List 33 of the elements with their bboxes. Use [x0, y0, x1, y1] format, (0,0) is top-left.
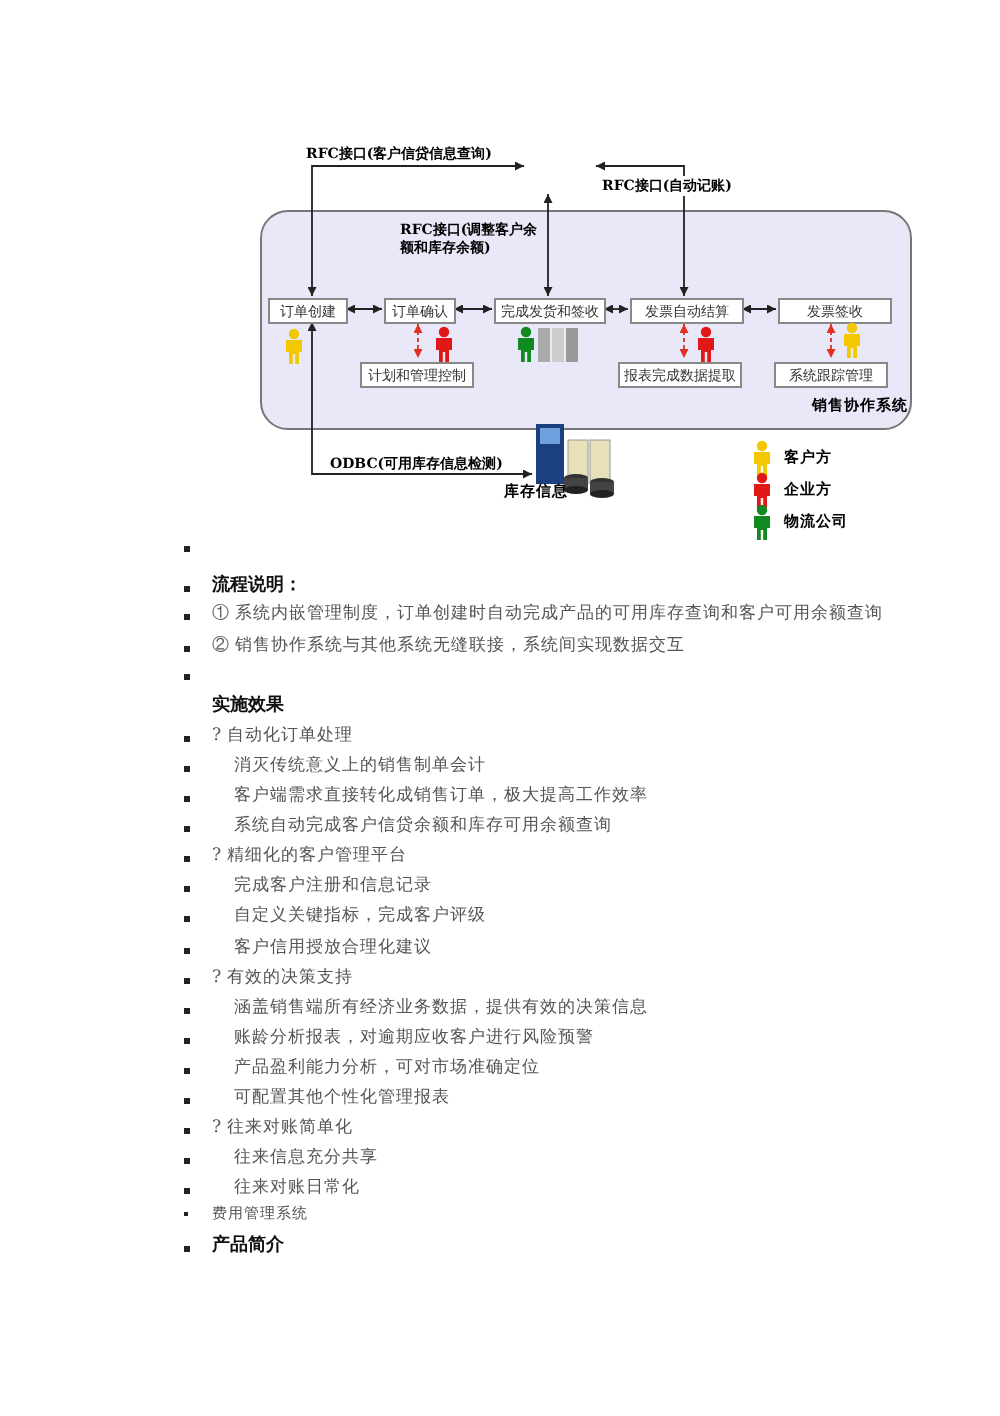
dashed-arrow [826, 323, 836, 359]
arrow [453, 304, 493, 314]
section-heading: 产品简介 [212, 1238, 284, 1256]
list-text: 客户信用授放合理化建议 [234, 940, 432, 958]
list-text: 账龄分析报表，对逾期应收客户进行风险预警 [234, 1030, 594, 1048]
section-heading: 流程说明： [212, 578, 302, 596]
list-text: 系统自动完成客户信贷余额和库存可用余额查询 [234, 818, 612, 836]
dashed-arrow [413, 323, 423, 359]
arrow [307, 161, 525, 297]
list-text: ? 有效的决策支持 [212, 970, 353, 988]
system-panel [260, 210, 912, 430]
section-heading: 实施效果 [212, 698, 284, 716]
list-text: 可配置其他个性化管理报表 [234, 1090, 450, 1108]
list-text: ① 系统内嵌管理制度，订单创建时自动完成产品的可用库存查询和客户可用余额查询 [212, 606, 884, 624]
list-text: 客户端需求直接转化成销售订单，极大提高工作效率 [234, 788, 648, 806]
arrow [307, 321, 533, 479]
arrow [741, 304, 777, 314]
list-text: 消灭传统意义上的销售制单会计 [234, 758, 486, 776]
arrow [603, 304, 629, 314]
list-text: 往来对账日常化 [234, 1180, 360, 1198]
list-text: 完成客户注册和信息记录 [234, 878, 432, 896]
arrow [543, 193, 553, 297]
list-text: 往来信息充分共享 [234, 1150, 378, 1168]
arrow [345, 304, 383, 314]
arrow [595, 161, 689, 297]
list-text: 产品盈利能力分析，可对市场准确定位 [234, 1060, 540, 1078]
list-text: ? 精细化的客户管理平台 [212, 848, 407, 866]
list-text: ? 往来对账简单化 [212, 1120, 353, 1138]
list-text: 自定义关键指标，完成客户评级 [234, 908, 486, 926]
list-text: ? 自动化订单处理 [212, 728, 353, 746]
list-text: 涵盖销售端所有经济业务数据，提供有效的决策信息 [234, 1000, 648, 1018]
dashed-arrow [679, 323, 689, 359]
list-text: ② 销售协作系统与其他系统无缝联接，系统间实现数据交互 [212, 638, 686, 656]
